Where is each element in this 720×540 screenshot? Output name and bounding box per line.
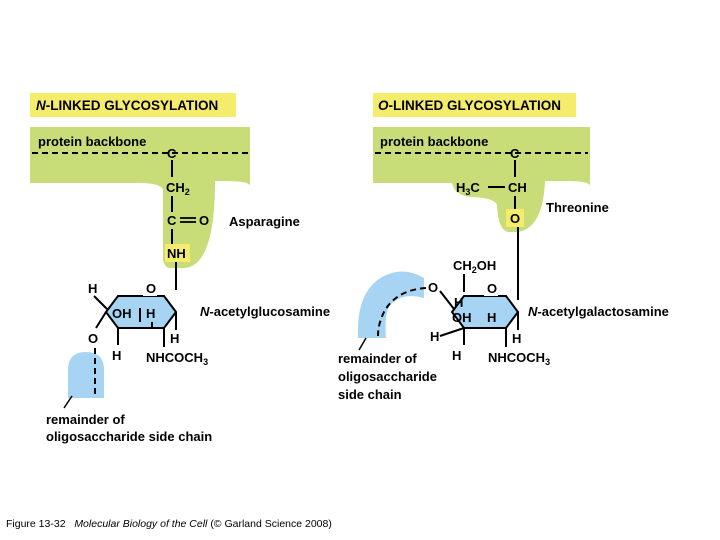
n-linked-title: N-LINKED GLYCOSYLATION [36, 98, 218, 113]
carbonyl-oxygen: O [199, 213, 209, 228]
nh-group: NH [167, 246, 186, 261]
ch2oh-group: CH2OH [453, 258, 496, 275]
ring-h-a: H [454, 295, 463, 310]
pointer-remainder-right [358, 337, 367, 351]
remainder-label-left-2: oligosaccharide side chain [46, 429, 212, 444]
nhcoch3-group-right: NHCOCH3 [488, 350, 550, 367]
threonine-label: Threonine [546, 200, 609, 215]
ring-o-bg-right [484, 280, 498, 296]
bond-ring-o-left [95, 311, 107, 329]
ring-h-b: H [487, 310, 496, 325]
bond-o-left-ring [439, 290, 455, 310]
ring-oxygen: O [146, 281, 156, 296]
ring-h-right-right: H [512, 331, 521, 346]
ring-oh: OH [112, 306, 132, 321]
backbone-carbon-right: C [510, 146, 520, 161]
o-link-oxygen: O [510, 211, 520, 226]
ring-h-mid: H [146, 306, 155, 321]
ring-oh-right: OH [452, 310, 472, 325]
nhcoch3-group: NHCOCH3 [146, 350, 208, 367]
backbone-carbon: C [167, 146, 177, 161]
o-link-highlight [506, 209, 524, 227]
bond-ring-h-left-right [439, 327, 465, 337]
book-title: Molecular Biology of the Cell [74, 518, 208, 530]
protein-backbone-label: protein backbone [38, 134, 146, 149]
n-linked-title-box [30, 93, 236, 117]
ring-h-bottom: H [112, 348, 121, 363]
sugar-label-glcnac: N-acetylglucosamine [200, 304, 330, 319]
remainder-label-right-1: remainder of [338, 351, 417, 366]
sugar-label-galnac: N-acetylgalactosamine [528, 304, 669, 319]
remainder-label-right-3: side chain [338, 387, 402, 402]
h3c-group: H3C [456, 180, 480, 197]
o-linked-panel: O-LINKED GLYCOSYLATION protein backbone … [338, 93, 669, 402]
glycosidic-oxygen: O [88, 331, 98, 346]
protein-backbone-region [30, 127, 250, 268]
ch-group: CH [508, 180, 527, 195]
ring-oxygen-right: O [487, 281, 497, 296]
bond-oligo-dashed-right [377, 287, 427, 337]
protein-backbone-label-right: protein backbone [380, 134, 488, 149]
nh-highlight [165, 244, 190, 262]
oligosaccharide-blob-right [357, 271, 424, 338]
ring-h-right: H [170, 331, 179, 346]
figure-caption: Figure 13-32 Molecular Biology of the Ce… [6, 518, 332, 530]
copyright-text: (© Garland Science 2008) [210, 518, 332, 530]
o-linked-title-box [373, 93, 576, 117]
oligosaccharide-blob [68, 352, 104, 398]
remainder-label-left-1: remainder of [46, 412, 125, 427]
n-linked-panel: N-LINKED GLYCOSYLATION protein backbone … [30, 93, 330, 444]
pointer-remainder-left [63, 395, 73, 409]
ring-o-bg [143, 280, 157, 296]
bond-h-top [93, 295, 109, 311]
carbonyl-carbon: C [167, 213, 177, 228]
ring-h-left-right: H [430, 329, 439, 344]
figure-number: Figure 13-32 [6, 518, 66, 530]
glycosidic-oxygen-right: O [428, 280, 438, 295]
remainder-label-right-2: oligosaccharide [338, 369, 437, 384]
ch2-group: CH2 [166, 180, 190, 197]
ring-h-bottom-right: H [452, 348, 461, 363]
asparagine-label: Asparagine [229, 214, 300, 229]
ring-h-top: H [88, 281, 97, 296]
o-linked-title: O-LINKED GLYCOSYLATION [378, 98, 561, 113]
